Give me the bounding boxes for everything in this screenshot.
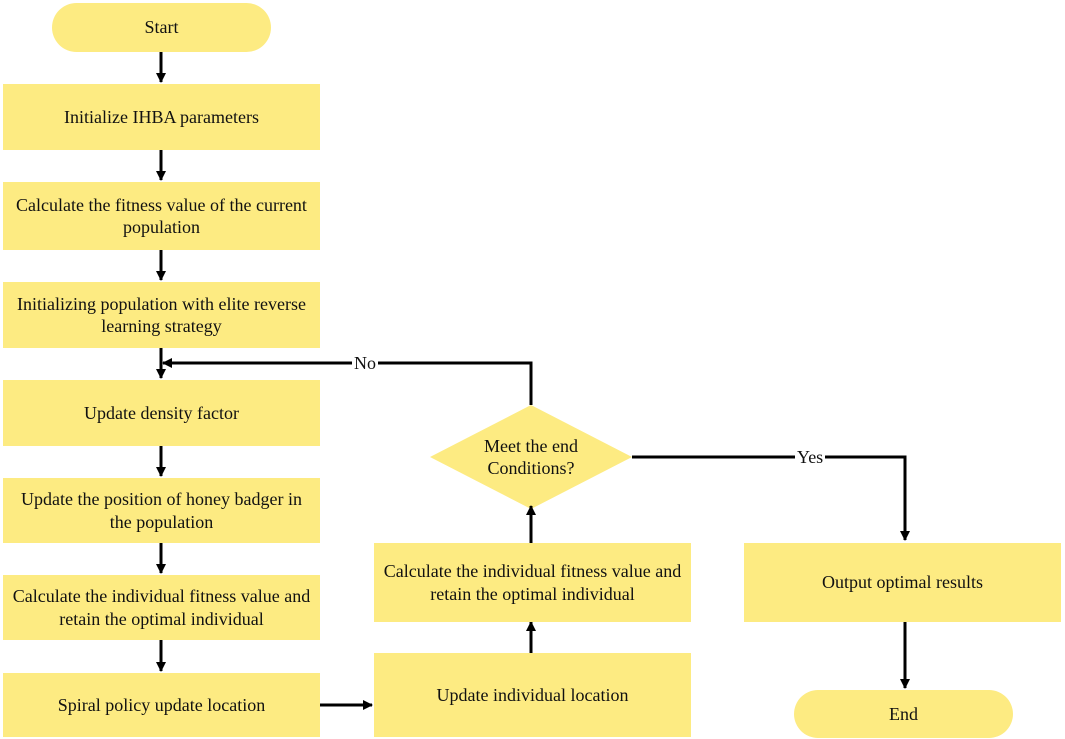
arrow-no-loop xyxy=(162,358,533,405)
start-node: Start xyxy=(52,3,271,52)
elite-init-node: Initializing population with elite rever… xyxy=(3,282,320,348)
no-label: No xyxy=(352,353,378,373)
individual-fitness-left-node: Calculate the individual fitness value a… xyxy=(3,575,320,640)
arrow-yes-path xyxy=(632,455,910,541)
calc-fitness-node: Calculate the fitness value of the curre… xyxy=(3,182,320,250)
update-individual-node: Update individual location xyxy=(374,653,691,737)
individual-fitness-mid-node: Calculate the individual fitness value a… xyxy=(374,543,691,622)
output-node: Output optimal results xyxy=(744,543,1061,622)
end-node: End xyxy=(794,690,1013,738)
init-params-node: Initialize IHBA parameters xyxy=(3,84,320,150)
decision-node: Meet the end Conditions? xyxy=(484,435,578,479)
yes-label: Yes xyxy=(795,447,826,467)
spiral-node: Spiral policy update location xyxy=(3,673,320,737)
density-node: Update density factor xyxy=(3,380,320,446)
decision-diamond xyxy=(430,405,632,509)
honey-badger-node: Update the position of honey badger in t… xyxy=(3,478,320,543)
